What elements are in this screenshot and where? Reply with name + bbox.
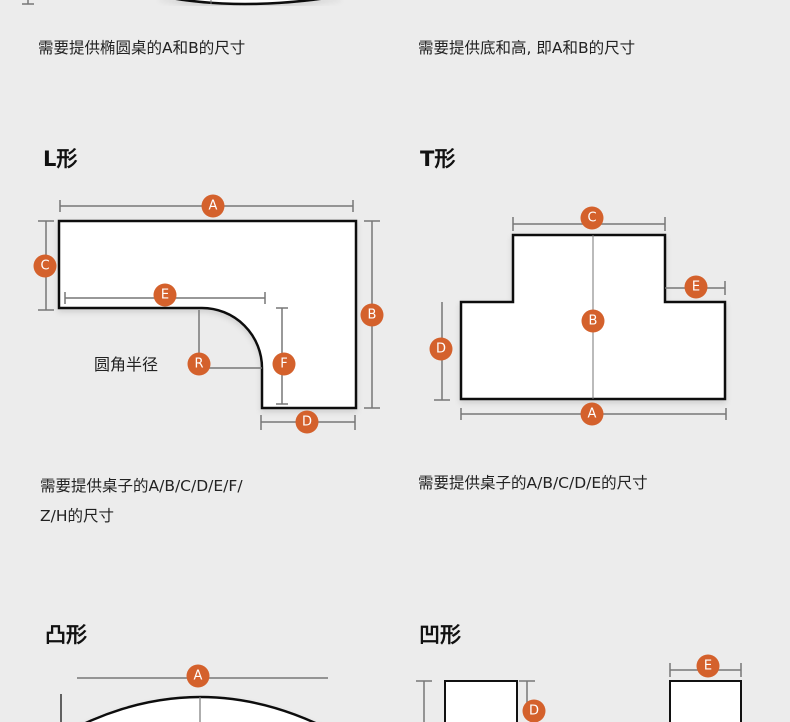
l-shape-diagram [38,200,380,430]
concave-shape-title: 凹形 [419,623,461,647]
t-shape-caption: 需要提供桌子的A/B/C/D/E的尺寸 [418,474,648,492]
l-shape-caption-line1: 需要提供桌子的A/B/C/D/E/F/ [40,477,243,495]
svg-text:F: F [280,357,287,372]
radius-label: 圆角半径 [94,355,158,374]
t-badge-e: E [684,275,708,299]
convex-shape-diagram [60,677,328,722]
l-badge-d: D [295,410,319,434]
l-badge-f: F [272,352,296,376]
l-shape-outline [57,219,358,410]
concave-badge-d: D [522,699,546,722]
triangle-caption: 需要提供底和高, 即A和B的尺寸 [418,39,636,57]
t-shape-diagram [434,217,727,420]
t-badge-d: D [429,337,453,361]
svg-text:D: D [302,415,312,430]
svg-text:E: E [704,659,712,674]
svg-text:E: E [692,280,700,295]
convex-badge-a: A [186,664,210,688]
concave-right-block [669,680,742,722]
svg-text:D: D [436,342,446,357]
l-badge-b: B [360,303,384,327]
l-shape-caption-line2: Z/H的尺寸 [40,507,114,525]
svg-text:C: C [40,259,49,274]
concave-badge-e: E [696,654,720,678]
svg-text:A: A [209,199,218,214]
t-badge-c: C [580,206,604,230]
l-badge-r: R [187,352,211,376]
svg-text:A: A [588,407,597,422]
t-badge-b: B [581,309,605,333]
t-badge-a: A [580,402,604,426]
convex-shape-title: 凸形 [45,623,87,647]
ellipse-table-remnant [22,0,322,6]
svg-text:B: B [589,314,598,329]
l-badge-e: E [153,283,177,307]
concave-shape-diagram [416,663,742,722]
svg-text:D: D [529,704,539,719]
svg-text:B: B [368,308,377,323]
l-badge-c: C [33,254,57,278]
t-shape-title: T形 [420,147,456,171]
svg-text:R: R [194,357,203,372]
concave-left-block [444,680,518,722]
l-badge-a: A [201,194,225,218]
svg-text:C: C [587,211,596,226]
ellipse-caption: 需要提供椭圆桌的A和B的尺寸 [38,39,246,57]
l-shape-title: L形 [43,147,78,171]
svg-text:E: E [161,288,169,303]
svg-text:A: A [194,669,203,684]
